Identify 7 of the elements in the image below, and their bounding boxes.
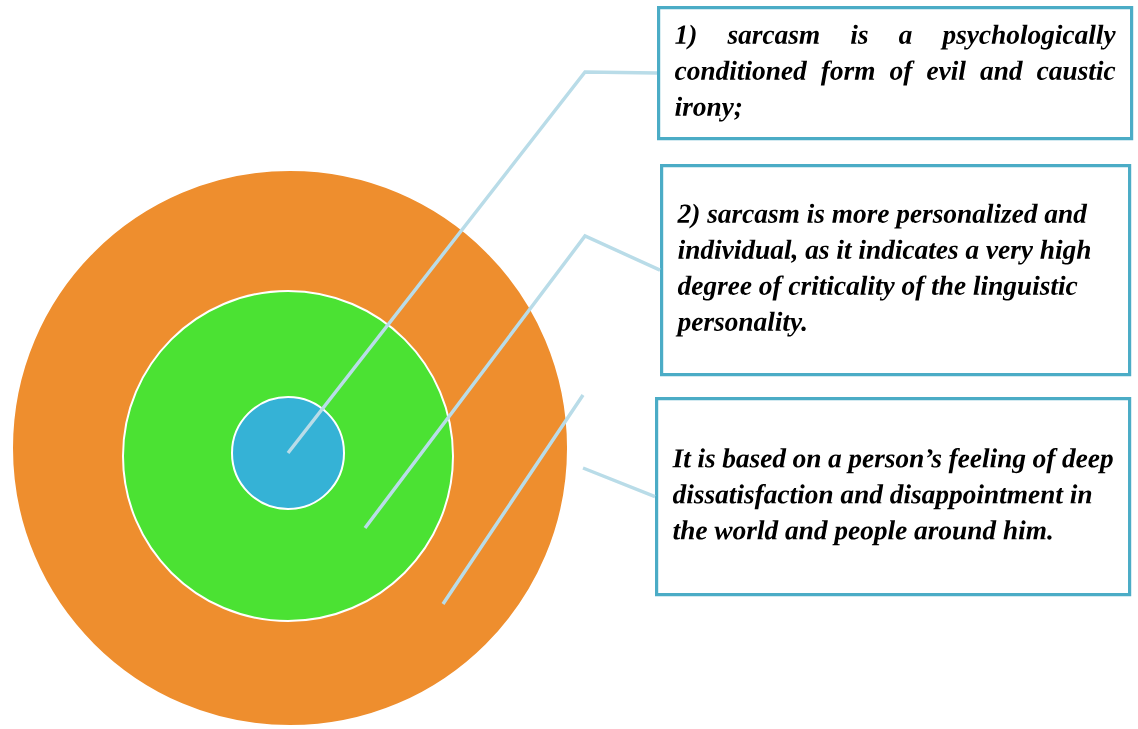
text-box: 2) sarcasm is more personalized and individual, as it indicates a very high degree of criticality of the linguistic personality. xyxy=(660,164,1132,377)
circle xyxy=(231,396,345,510)
text-box: 1) sarcasm is a psychologically conditioned form of evil and caustic irony; xyxy=(657,6,1134,141)
leader-line xyxy=(363,233,661,530)
text-box: It is based on a person’s feeling of deep dissatisfaction and disappointment in the world and people around him. xyxy=(655,397,1132,597)
leader-line xyxy=(286,70,658,455)
leader-line xyxy=(441,393,657,606)
